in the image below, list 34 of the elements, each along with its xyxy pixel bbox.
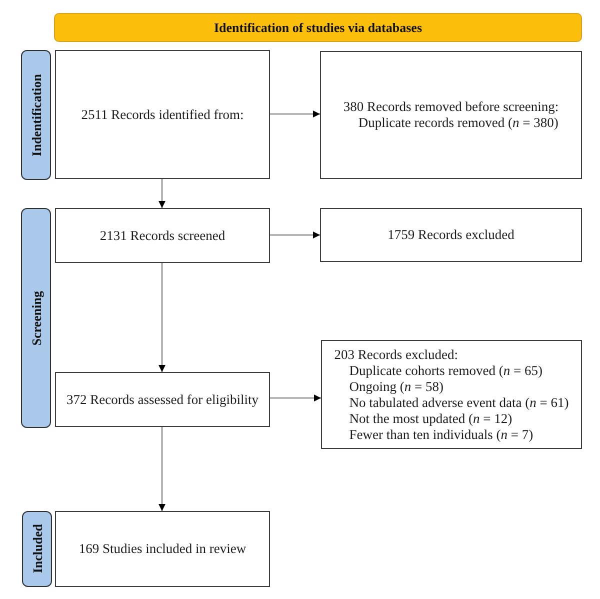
box-text: 2131 Records screened bbox=[100, 228, 226, 244]
process-box bbox=[321, 340, 582, 449]
process-box bbox=[320, 51, 582, 179]
phase-label: Screening bbox=[28, 290, 44, 346]
process-box bbox=[55, 50, 270, 179]
phase-band bbox=[21, 208, 51, 428]
process-box bbox=[55, 372, 270, 427]
list-item: Not the most updated (n = 12) bbox=[348, 410, 512, 426]
section-header-banner bbox=[54, 13, 582, 42]
arrow bbox=[270, 110, 320, 118]
arrow bbox=[158, 179, 166, 208]
phase-label: Included bbox=[30, 524, 44, 574]
process-box bbox=[320, 208, 582, 262]
box-text: 169 Studies included in review bbox=[78, 541, 246, 557]
phase-band bbox=[22, 511, 52, 587]
list-item: Duplicate records removed (n = 380) bbox=[357, 115, 558, 131]
arrow bbox=[158, 427, 166, 511]
arrow bbox=[270, 394, 321, 402]
list-item: No tabulated adverse event data (n = 61) bbox=[348, 394, 569, 410]
box-text: 380 Records removed before screening: bbox=[343, 99, 559, 115]
process-box bbox=[55, 208, 270, 263]
list-item: Fewer than ten individuals (n = 7) bbox=[348, 426, 534, 442]
header-title: Identification of studies via databases bbox=[214, 20, 422, 35]
box-text: 203 Records excluded: bbox=[334, 346, 458, 362]
list-item: Ongoing (n = 58) bbox=[348, 378, 444, 394]
box-text: 1759 Records excluded bbox=[388, 227, 514, 243]
box-text: 2511 Records identified from: bbox=[81, 106, 244, 122]
list-item: Duplicate cohorts removed (n = 65) bbox=[348, 362, 542, 378]
phase-band bbox=[21, 50, 51, 180]
box-text: 372 Records assessed for eligibility bbox=[66, 392, 258, 408]
phase-label: Indentification bbox=[28, 74, 44, 156]
process-box bbox=[55, 511, 270, 587]
arrow bbox=[158, 263, 166, 372]
arrow bbox=[270, 232, 320, 238]
